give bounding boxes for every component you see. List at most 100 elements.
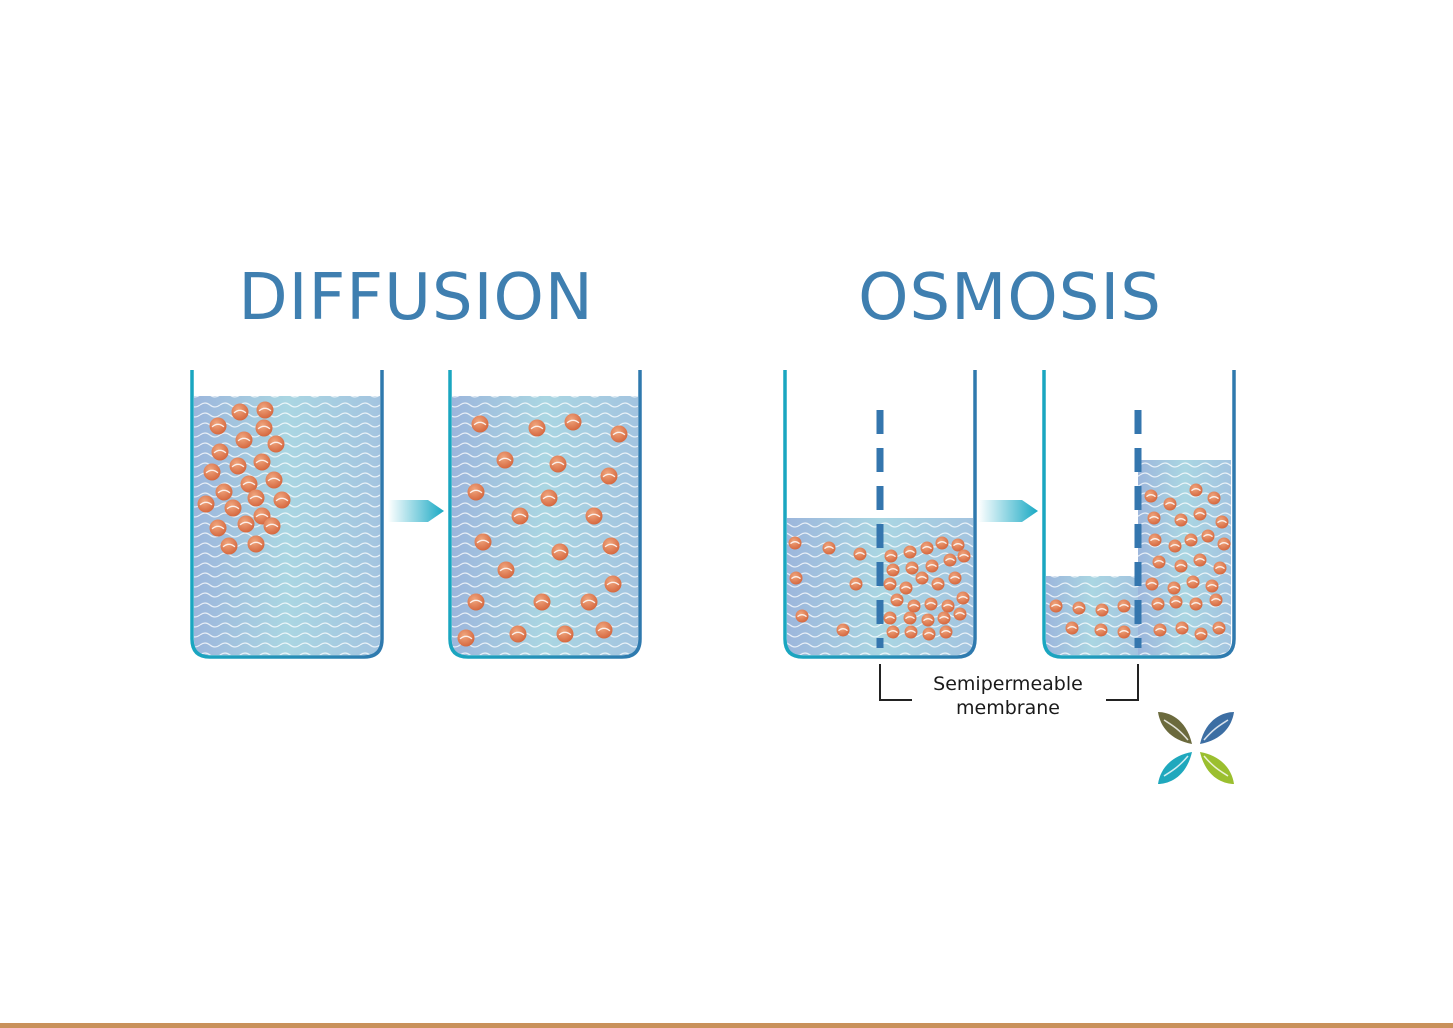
particle [556, 625, 574, 643]
particle [1151, 597, 1165, 611]
particle [922, 627, 936, 641]
particle [904, 625, 918, 639]
particle [1163, 497, 1177, 511]
particle [907, 599, 921, 613]
particle [509, 625, 527, 643]
particle [886, 563, 900, 577]
particle [602, 537, 620, 555]
particle [953, 607, 967, 621]
particle [899, 581, 913, 595]
particle [247, 489, 265, 507]
particle [1117, 599, 1131, 613]
particle [957, 549, 971, 563]
particle [948, 571, 962, 585]
particle [1094, 623, 1108, 637]
beaker-osmosis-after [1042, 370, 1236, 659]
particle [564, 413, 582, 431]
particle [925, 559, 939, 573]
particle [915, 571, 929, 585]
particle [788, 536, 802, 550]
particle [1095, 603, 1109, 617]
particle [1072, 601, 1086, 615]
membrane-label-line1: Semipermeable [933, 673, 1083, 695]
particle [1212, 621, 1226, 635]
particle [890, 593, 904, 607]
particle [931, 577, 945, 591]
beaker-diffusion-after [448, 370, 642, 659]
particle [265, 471, 283, 489]
particle [224, 499, 242, 517]
particle [255, 419, 273, 437]
particle [1201, 529, 1215, 543]
particle [1215, 515, 1229, 529]
arrow-right-icon [978, 500, 1038, 522]
particle [604, 575, 622, 593]
particle [528, 419, 546, 437]
particle [549, 455, 567, 473]
water-osmosis-after-left-waves [1046, 576, 1138, 655]
particle [943, 553, 957, 567]
particle [240, 475, 258, 493]
arrow-right-icon [388, 500, 444, 522]
particle [1174, 559, 1188, 573]
particle [551, 543, 569, 561]
bottom-bar [0, 1023, 1453, 1028]
particle [267, 435, 285, 453]
beaker-diffusion-before [190, 370, 384, 659]
particle [533, 593, 551, 611]
particle [497, 561, 515, 579]
particle [467, 483, 485, 501]
particle [467, 593, 485, 611]
particle [203, 463, 221, 481]
particle [1148, 533, 1162, 547]
particle [1186, 575, 1200, 589]
particle [220, 537, 238, 555]
particle [1189, 597, 1203, 611]
particle [1117, 625, 1131, 639]
particle [237, 515, 255, 533]
particle [1167, 581, 1181, 595]
particle [457, 629, 475, 647]
particle [1153, 623, 1167, 637]
particle [883, 611, 897, 625]
osmosis-title: OSMOSIS [858, 261, 1162, 335]
particle [1168, 539, 1182, 553]
particle [1152, 555, 1166, 569]
particle [256, 401, 274, 419]
particle [1169, 595, 1183, 609]
particle [886, 625, 900, 639]
particle [215, 483, 233, 501]
particle [1049, 599, 1063, 613]
particle [924, 597, 938, 611]
particle [209, 519, 227, 537]
particle [211, 443, 229, 461]
particle [474, 533, 492, 551]
particle [197, 495, 215, 513]
particle [1145, 577, 1159, 591]
particle [595, 621, 613, 639]
particle [229, 457, 247, 475]
particle [1184, 533, 1198, 547]
particle [1194, 627, 1208, 641]
particle [849, 577, 863, 591]
particle [951, 538, 965, 552]
particle [1207, 491, 1221, 505]
particle [937, 611, 951, 625]
particle [496, 451, 514, 469]
particle [1205, 579, 1219, 593]
particle [209, 417, 227, 435]
particle [1065, 621, 1079, 635]
particle [836, 623, 850, 637]
particle [941, 599, 955, 613]
particle [1175, 621, 1189, 635]
particle [1193, 553, 1207, 567]
particle [939, 625, 953, 639]
particle [921, 613, 935, 627]
particle [1174, 513, 1188, 527]
particle [789, 571, 803, 585]
particle [883, 577, 897, 591]
particle [795, 609, 809, 623]
particle [1209, 593, 1223, 607]
particle [1147, 511, 1161, 525]
